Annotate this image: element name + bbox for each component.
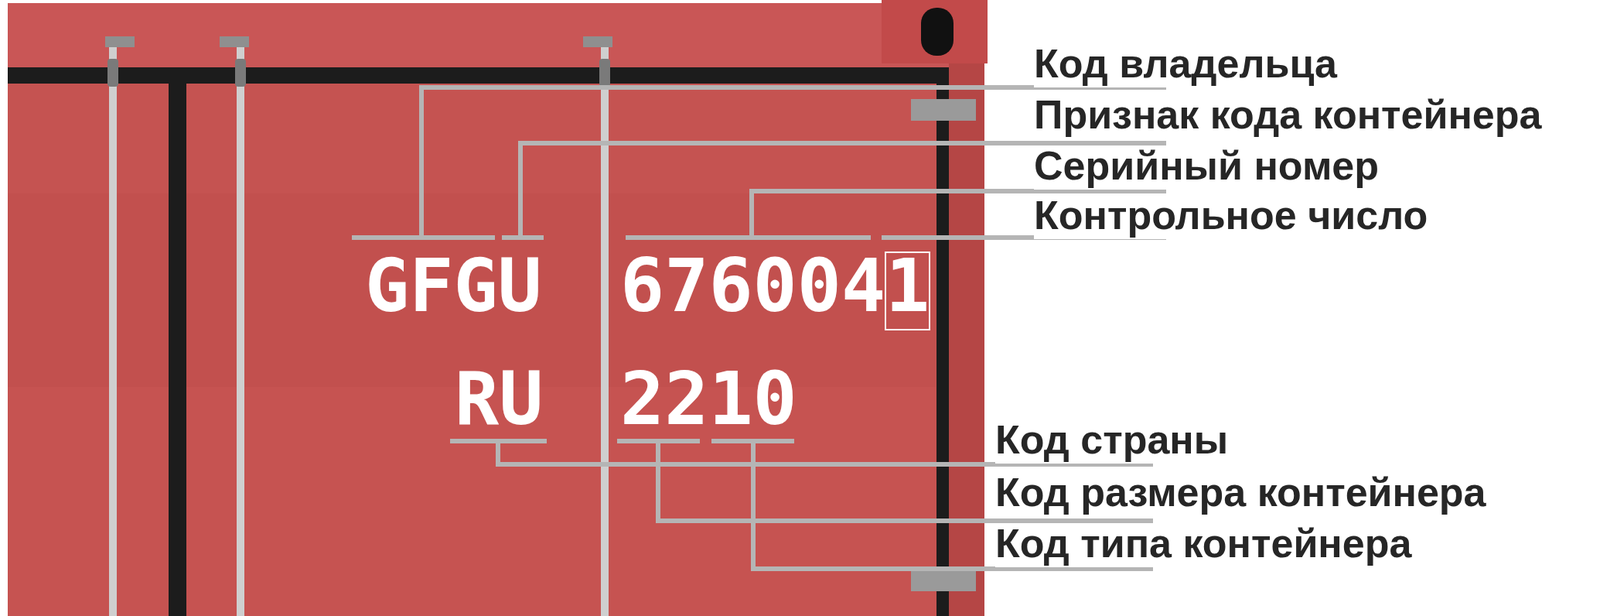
rod-guide xyxy=(107,58,119,87)
rod-cap xyxy=(583,36,613,48)
wall-band xyxy=(7,3,985,68)
door-latch xyxy=(910,98,976,121)
callout-label: Признак кода контейнера xyxy=(1033,94,1545,139)
country-code: RU xyxy=(454,361,543,436)
casting-hole xyxy=(921,7,954,56)
locking-rod xyxy=(600,46,609,616)
wall-band xyxy=(7,193,936,387)
underline xyxy=(625,235,871,240)
owner-code: GFGU xyxy=(365,249,543,323)
callout-label: Код типа контейнера xyxy=(995,522,1415,567)
callout-label: Код владельца xyxy=(1033,43,1341,88)
corner-casting xyxy=(881,0,988,64)
callout-label: Контрольное число xyxy=(1033,194,1431,239)
callout-label: Серийный номер xyxy=(1033,145,1382,190)
rod-guide xyxy=(599,58,611,87)
rod-guide xyxy=(235,58,246,87)
container-wall xyxy=(7,3,985,616)
rod-cap xyxy=(105,36,135,48)
frame-post xyxy=(168,83,187,616)
serial-number: 676004 xyxy=(620,249,886,323)
size-type-code: 2210 xyxy=(620,361,798,436)
locking-rod xyxy=(109,46,117,616)
corner-post xyxy=(948,3,985,616)
callout-label: Код страны xyxy=(995,419,1232,464)
rod-cap xyxy=(219,36,250,48)
callout-label: Код размера контейнера xyxy=(995,471,1490,516)
locking-rod xyxy=(236,46,245,616)
door-edge xyxy=(936,67,949,616)
check-digit: 1 xyxy=(885,249,930,323)
top-rail xyxy=(7,67,949,84)
door-latch xyxy=(910,570,976,591)
